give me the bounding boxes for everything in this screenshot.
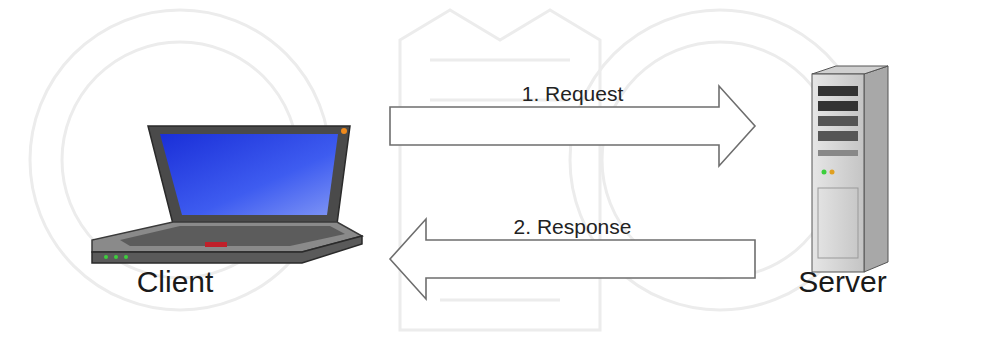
server-slot	[818, 150, 858, 156]
laptop-light	[341, 128, 347, 134]
laptop-illustration	[92, 126, 362, 263]
server-front	[812, 74, 864, 272]
server-drive	[818, 131, 858, 141]
server-drive	[818, 86, 858, 96]
arrow-label: 2. Response	[514, 215, 632, 239]
server-node: Server	[755, 62, 930, 315]
server-top	[812, 66, 888, 74]
laptop-led	[124, 255, 128, 259]
arrow-label: 1. Request	[522, 82, 624, 106]
laptop-button	[205, 242, 227, 247]
laptop-led	[114, 255, 118, 259]
server-panel	[818, 188, 858, 258]
node-label: Server	[755, 265, 930, 299]
server-side	[864, 66, 888, 272]
laptop-led	[104, 255, 108, 259]
server-drive	[818, 116, 858, 126]
server-illustration	[812, 66, 888, 272]
client-node: Client	[90, 120, 390, 315]
laptop-front	[92, 236, 362, 263]
laptop-keyboard	[120, 226, 345, 246]
watermark-emblem	[400, 10, 600, 330]
laptop-lid	[148, 126, 350, 224]
server-led	[830, 170, 835, 175]
node-label: Client	[90, 265, 260, 299]
server-drive	[818, 101, 858, 111]
laptop-screen	[160, 134, 338, 215]
watermark-seal	[30, 10, 870, 330]
server-led	[822, 170, 827, 175]
